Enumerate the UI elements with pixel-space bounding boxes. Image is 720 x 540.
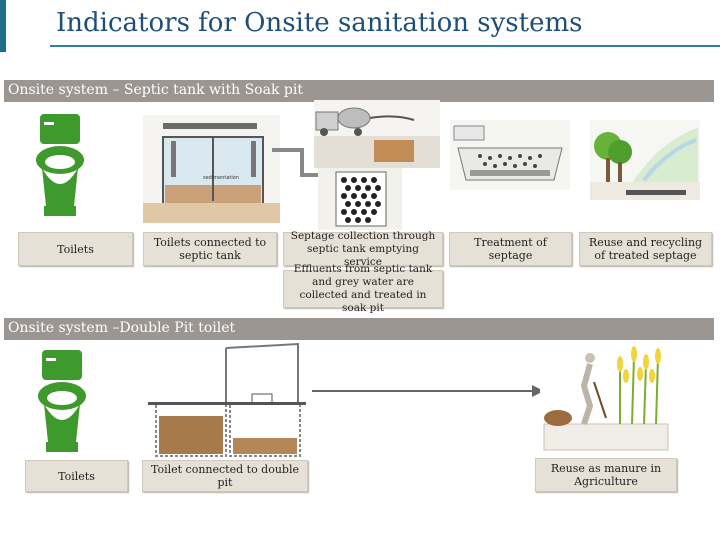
section-heading-septic: Onsite system – Septic tank with Soak pi… <box>8 82 303 98</box>
label-double-pit: Toilet connected to double pit <box>142 460 308 492</box>
label-septage-collection: Septage collection through septic tank e… <box>283 230 443 268</box>
toilet-icon <box>36 114 84 216</box>
title-underline <box>50 45 720 47</box>
section-heading-double-pit: Onsite system –Double Pit toilet <box>8 320 236 336</box>
svg-text:sedimentation: sedimentation <box>203 175 239 181</box>
double-pit-illustration <box>148 342 306 460</box>
label-toilets-2: Toilets <box>25 460 128 492</box>
drying-bed-illustration <box>450 120 570 190</box>
label-manure-agriculture: Reuse as manure in Agriculture <box>535 458 677 492</box>
trees-landscape-illustration <box>590 120 700 200</box>
label-effluent: Effluents from septic tank and grey wate… <box>283 263 443 314</box>
label-reuse-recycling: Reuse and recycling of treated septage <box>579 232 712 266</box>
soak-pit-illustration <box>318 168 402 230</box>
label-treatment: Treatment of septage <box>449 232 572 266</box>
right-arrow-icon <box>312 385 544 397</box>
page-title: Indicators for Onsite sanitation systems <box>56 8 583 38</box>
emptying-truck-illustration <box>314 100 440 168</box>
toilet-icon <box>38 350 86 452</box>
septic-tank-illustration: sedimentation <box>143 115 280 223</box>
label-septic-tank: Toilets connected to septic tank <box>143 232 277 266</box>
farmer-crops-illustration <box>540 346 670 456</box>
title-left-rule <box>0 0 6 52</box>
section-bar-double-pit: Onsite system –Double Pit toilet <box>4 318 714 340</box>
section-bar-septic: Onsite system – Septic tank with Soak pi… <box>4 80 714 102</box>
label-toilets-1: Toilets <box>18 232 133 266</box>
